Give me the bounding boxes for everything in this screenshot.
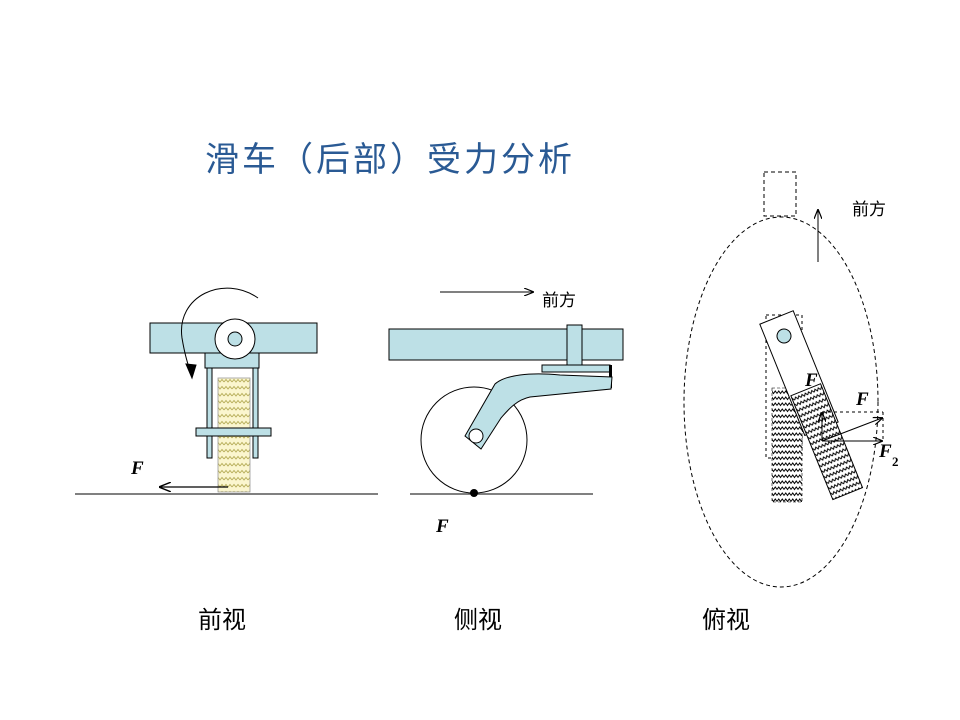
front-leg-left <box>206 367 213 459</box>
side-view-label: 侧视 <box>454 606 502 634</box>
top-view-label: 俯视 <box>702 606 750 634</box>
top-force-label-resultant-sub: 2 <box>892 454 899 469</box>
slide-title: 滑车（后部）受力分析 <box>205 140 575 180</box>
top-outline <box>683 216 879 588</box>
side-contact-point <box>470 489 478 497</box>
side-swing-arm <box>464 373 613 450</box>
front-view-label: 前视 <box>198 606 246 634</box>
top-view: 前方 F F F 2 <box>683 171 899 588</box>
top-force-arrow-diagonal <box>821 418 882 442</box>
front-leg-right <box>252 367 259 459</box>
top-force-label-right: F <box>855 389 869 410</box>
top-force-label-resultant: F <box>878 441 892 462</box>
side-crossbeam <box>388 328 624 361</box>
top-force-label-upper: F <box>804 370 818 391</box>
front-pivot-pin <box>227 331 243 347</box>
top-direction-label: 前方 <box>852 200 886 220</box>
front-force-label: F <box>130 458 144 479</box>
side-direction-label: 前方 <box>542 291 576 311</box>
top-pivot <box>776 328 792 344</box>
top-rotated-arm <box>759 310 864 501</box>
side-view: 前方 F <box>388 291 624 537</box>
side-axle <box>468 428 484 444</box>
side-force-label: F <box>435 516 449 537</box>
side-post <box>566 324 583 366</box>
side-mount-plate <box>541 364 611 373</box>
front-rotation-arrowhead <box>185 363 197 380</box>
top-front-stub <box>763 171 797 217</box>
front-clamp-bar <box>195 427 272 437</box>
front-view: F <box>75 287 378 495</box>
top-pad-rotated <box>790 383 864 501</box>
